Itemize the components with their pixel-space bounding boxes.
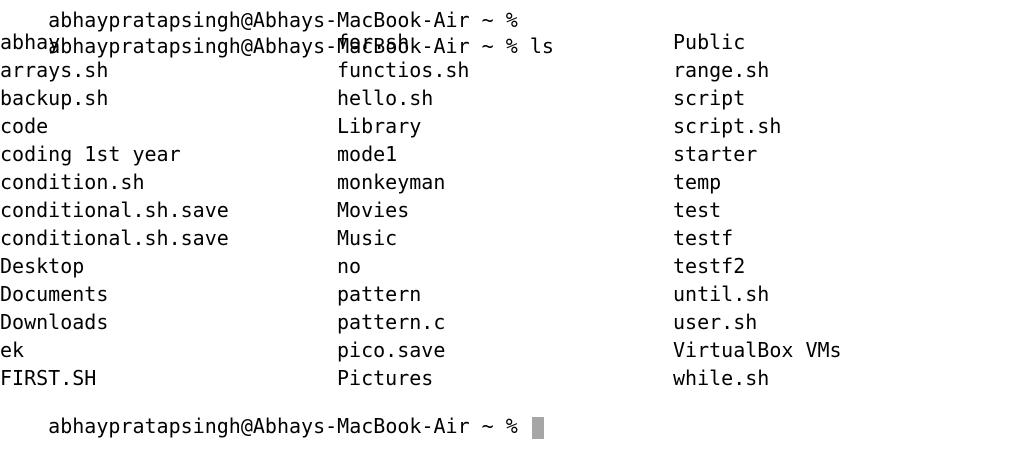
ls-output-row: backup.sh hello.sh script — [0, 84, 1016, 112]
command-text: ls — [529, 34, 554, 58]
file-entry: Music — [337, 226, 398, 250]
file-entry: VirtualBox VMs — [673, 338, 842, 362]
previous-prompt-text: abhaypratapsingh@Abhays-MacBook-Air ~ % — [48, 8, 530, 32]
ls-output-row: Downloads pattern.c user.sh — [0, 308, 1016, 336]
ls-output-row: FIRST.SH Pictures while.sh — [0, 364, 1016, 392]
terminal-window[interactable]: abhaypratapsingh@Abhays-MacBook-Air ~ % … — [0, 0, 1016, 439]
file-entry: testf2 — [673, 254, 746, 278]
file-entry: Movies — [337, 198, 410, 222]
file-entry: ek — [0, 338, 25, 362]
file-entry: condition.sh — [0, 170, 145, 194]
file-entry: backup.sh — [0, 86, 109, 110]
next-prompt-line: abhaypratapsingh@Abhays-MacBook-Air ~ % — [0, 384, 544, 439]
file-entry: script.sh — [673, 114, 782, 138]
file-entry: Desktop — [0, 254, 85, 278]
file-entry: pattern.c — [337, 310, 446, 334]
file-entry: for.sh — [337, 30, 410, 54]
file-entry: code — [0, 114, 49, 138]
ls-output-row: coding 1st year mode1 starter — [0, 140, 1016, 168]
previous-prompt-line: abhaypratapsingh@Abhays-MacBook-Air ~ % — [0, 0, 530, 32]
file-entry: FIRST.SH — [0, 366, 97, 390]
file-entry: pattern — [337, 282, 422, 306]
file-entry: script — [673, 86, 746, 110]
file-entry: functios.sh — [337, 58, 470, 82]
file-entry: Library — [337, 114, 422, 138]
file-entry: arrays.sh — [0, 58, 109, 82]
ls-output: abhay for.sh Public arrays.sh functios.sh ran… — [0, 28, 1016, 392]
file-entry: Public — [673, 30, 746, 54]
ls-output-row: condition.sh monkeyman temp — [0, 168, 1016, 196]
file-entry: starter — [673, 142, 758, 166]
file-entry: Documents — [0, 282, 109, 306]
file-entry: no — [337, 254, 362, 278]
ls-output-row: conditional.sh.save Music testf — [0, 224, 1016, 252]
file-entry: conditional.sh.save — [0, 226, 229, 250]
file-entry: while.sh — [673, 366, 770, 390]
next-prompt-text: abhaypratapsingh@Abhays-MacBook-Air ~ % — [48, 414, 518, 438]
file-entry: user.sh — [673, 310, 758, 334]
file-entry: hello.sh — [337, 86, 434, 110]
file-entry: pico.save — [337, 338, 446, 362]
file-entry: mode1 — [337, 142, 398, 166]
file-entry: Downloads — [0, 310, 109, 334]
file-entry: abhay — [0, 30, 61, 54]
file-entry: range.sh — [673, 58, 770, 82]
ls-output-row: conditional.sh.save Movies test — [0, 196, 1016, 224]
text-cursor[interactable] — [531, 416, 544, 439]
prompt-text: abhaypratapsingh@Abhays-MacBook-Air ~ % — [48, 34, 518, 58]
file-entry: test — [673, 198, 722, 222]
file-entry: monkeyman — [337, 170, 446, 194]
file-entry: temp — [673, 170, 722, 194]
ls-output-row: ek pico.save VirtualBox VMs — [0, 336, 1016, 364]
file-entry: testf — [673, 226, 734, 250]
ls-output-row: Desktop no testf2 — [0, 252, 1016, 280]
command-line: abhaypratapsingh@Abhays-MacBook-Air ~ % … — [0, 4, 554, 58]
file-entry: coding 1st year — [0, 142, 181, 166]
ls-output-row: Documents pattern until.sh — [0, 280, 1016, 308]
ls-output-row: arrays.sh functios.sh range.sh — [0, 56, 1016, 84]
file-entry: Pictures — [337, 366, 434, 390]
file-entry: until.sh — [673, 282, 770, 306]
ls-output-row: code Library script.sh — [0, 112, 1016, 140]
ls-output-row: abhay for.sh Public — [0, 28, 1016, 56]
file-entry: conditional.sh.save — [0, 198, 229, 222]
